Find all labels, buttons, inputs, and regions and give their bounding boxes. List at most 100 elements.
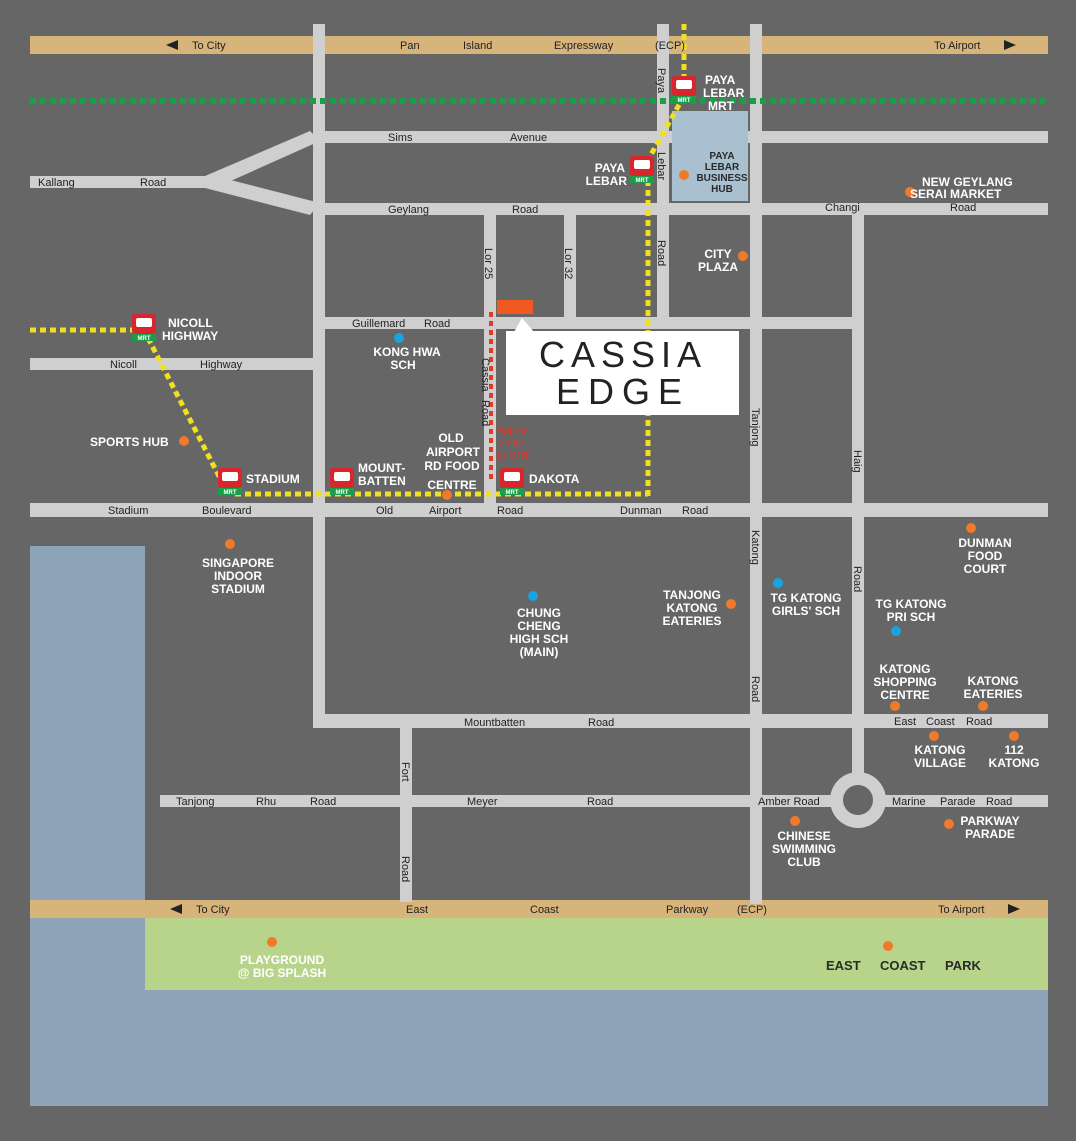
pie-labels: To City Pan Island Expressway (ECP) To A… (166, 40, 1016, 52)
mrt-badge-text: MRT (506, 490, 519, 496)
label-ecr-coast: Coast (926, 716, 955, 728)
label-fort: Fort (399, 762, 411, 782)
label-ecp-1: EAST (826, 958, 861, 973)
cassia-edge-site-marker (497, 300, 533, 314)
label-amber-road: Amber Road (758, 796, 820, 808)
label-mountbatten: Mountbatten (464, 717, 525, 729)
ecp-to-city: To City (196, 904, 230, 916)
mrt-station-paya-lebar-south: MRT (630, 156, 654, 184)
label-chung-cheng-4: (MAIN) (520, 645, 559, 659)
train-window (634, 160, 650, 169)
road-vertical-west (313, 24, 325, 724)
mrt-badge (330, 488, 354, 495)
pie-word3: Expressway (554, 40, 614, 52)
amenity-dot-east-coast-park (883, 941, 893, 951)
road-kallang-geylang-link (205, 176, 320, 215)
arrow-left-icon (170, 904, 182, 914)
label-tanjong-rhu-1: Tanjong (176, 796, 215, 808)
label-mountbatten-1: MOUNT- (358, 461, 405, 475)
paya-lebar-business-hub-block (672, 111, 748, 201)
label-changi: Changi (825, 202, 860, 214)
label-ke-2: EATERIES (963, 687, 1022, 701)
train-window (136, 318, 152, 327)
label-geylang: Geylang (388, 204, 429, 216)
label-cassia: Cassia (479, 358, 491, 393)
mrt-badge-text: MRT (138, 336, 151, 342)
mrt-badge (630, 176, 654, 183)
label-highway: Highway (200, 359, 243, 371)
walking-distance-label: Approx 300m to MRT (497, 425, 530, 462)
label-112-2: KATONG (989, 756, 1040, 770)
label-tke-2: KATONG (667, 601, 718, 615)
road-fort (400, 728, 412, 902)
label-plbh-2: LEBAR (705, 162, 740, 173)
label-city-plaza-2: PLAZA (698, 260, 738, 274)
road-network (30, 24, 1048, 904)
label-haig: Haig (851, 450, 863, 473)
label-chung-cheng-1: CHUNG (517, 606, 561, 620)
label-guillemard: Guillemard (352, 318, 405, 330)
label-ecr-east: East (894, 716, 916, 728)
amenity-dot-tanjong-katong-eateries (726, 599, 736, 609)
label-tke-3: EATERIES (662, 614, 721, 628)
label-walk-3: to MRT (497, 451, 530, 462)
label-dunman: Dunman (620, 505, 662, 517)
label-tkgs-2: GIRLS' SCH (772, 604, 840, 618)
label-meyer: Meyer (467, 796, 498, 808)
label-kong-hwa-1: KONG HWA (373, 345, 441, 359)
mrt-station-nicoll-highway: MRT (132, 314, 156, 342)
label-plbh-1: PAYA (709, 151, 734, 162)
label-112-1: 112 (1004, 743, 1024, 757)
amenity-dot-sports-hub (179, 436, 189, 446)
label-ke-1: KATONG (968, 674, 1019, 688)
label-ksc-3: CENTRE (880, 688, 929, 702)
label-paya-lebar-mrt-2: LEBAR (703, 86, 745, 100)
label-dunman-fc-2: FOOD (968, 549, 1003, 563)
label-paya-vertical: Paya (655, 68, 667, 94)
ecp-word3: Parkway (666, 904, 709, 916)
label-chung-cheng-3: HIGH SCH (510, 632, 569, 646)
label-boulevard: Boulevard (202, 505, 252, 517)
cassia-edge-title-line1: CASSIA (539, 334, 707, 375)
label-dakota: DAKOTA (529, 472, 580, 486)
label-pp-2: PARADE (965, 827, 1015, 841)
label-sports-hub: SPORTS HUB (90, 435, 169, 449)
label-sis-3: STADIUM (211, 582, 265, 596)
place-labels: NEW GEYLANG SERAI MARKET CITY PLAZA KONG… (90, 175, 1039, 980)
label-city-plaza-1: CITY (704, 247, 731, 261)
ecp-word1: East (406, 904, 428, 916)
label-oarfc-3: RD FOOD (424, 459, 480, 473)
label-nicoll: Nicoll (110, 359, 137, 371)
road-kallang (30, 176, 210, 188)
label-paya-lebar-1: PAYA (595, 161, 626, 175)
label-nicoll-2: HIGHWAY (162, 329, 218, 343)
mrt-station-stadium: MRT (218, 468, 242, 496)
label-new-geylang-1: NEW GEYLANG (922, 175, 1013, 189)
vertical-road-labels: Paya Lebar Road Lor 25 Lor 32 Cassia Roa… (399, 68, 863, 882)
school-dot-tk-girls (773, 578, 783, 588)
label-tanjong-rhu-3: Road (310, 796, 336, 808)
ecp-to-airport: To Airport (938, 904, 984, 916)
label-csc-3: CLUB (787, 855, 821, 869)
label-paya-lebar-2: LEBAR (586, 174, 628, 188)
business-hub-label: PAYA LEBAR BUSINESS HUB (696, 151, 747, 195)
label-airport: Airport (429, 505, 461, 517)
label-paya-lebar-road: Road (655, 240, 667, 266)
label-plbh-3: BUSINESS (696, 173, 747, 184)
label-sims: Sims (388, 132, 413, 144)
label-csc-2: SWIMMING (772, 842, 836, 856)
cassia-edge-title-line2: EDGE (556, 371, 690, 412)
east-coast-park-area (145, 918, 1048, 990)
label-katong: Katong (749, 530, 761, 565)
roundabout-centre (843, 785, 873, 815)
train-window (676, 80, 692, 89)
label-old: Old (376, 505, 393, 517)
label-ecp-3: PARK (945, 958, 981, 973)
label-paya-lebar-mrt-1: PAYA (705, 73, 736, 87)
mrt-badge (672, 96, 696, 103)
amenity-markers (179, 170, 1019, 951)
road-labels: Sims Avenue Kallang Road Geylang Road Ch… (38, 132, 1012, 808)
label-tkgs-1: TG KATONG (771, 591, 842, 605)
school-dot-kong-hwa (394, 333, 404, 343)
label-guillemard-road: Road (424, 318, 450, 330)
